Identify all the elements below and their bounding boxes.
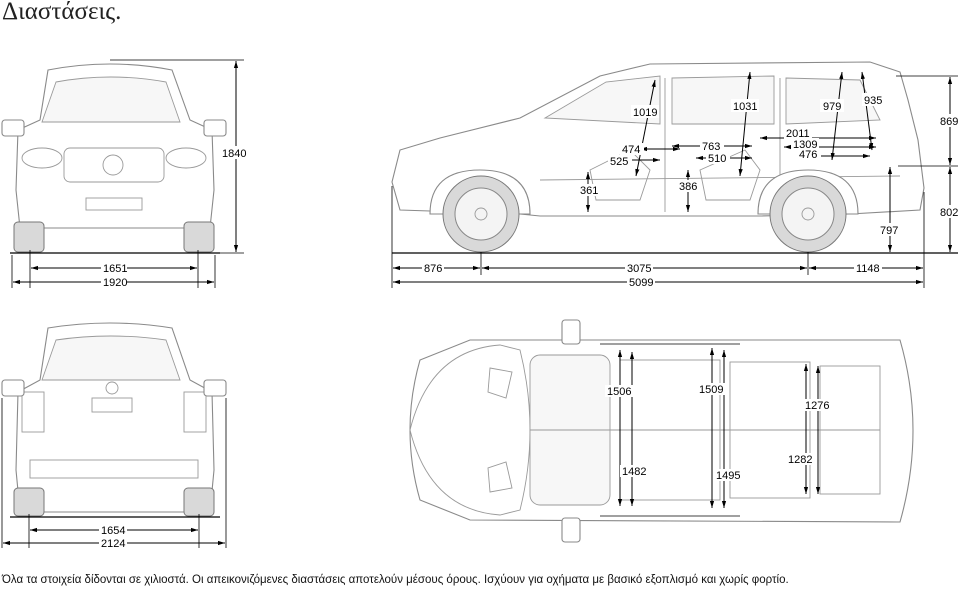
label-legroom-front: 474 (622, 144, 640, 156)
label-wheelbase: 3075 (627, 263, 651, 275)
page-title: Διαστάσεις. (2, 0, 122, 25)
label-width-mirrors: 2124 (101, 538, 125, 550)
label-elbow-front: 1482 (622, 466, 646, 478)
label-height: 1840 (222, 148, 246, 160)
label-length: 5099 (629, 277, 653, 289)
label-rear-overhang: 1148 (856, 263, 880, 275)
label-headroom-cargo: 935 (864, 95, 882, 107)
label-front-track: 1651 (103, 263, 127, 275)
label-headroom-front: 1019 (633, 107, 657, 119)
label-shoulder-row3: 1276 (805, 400, 829, 412)
label-shoulder-row2: 1509 (699, 384, 723, 396)
label-headroom-row3: 979 (823, 101, 841, 113)
label-load-sill-height: 797 (880, 225, 898, 237)
label-rear-track: 1654 (101, 525, 125, 537)
label-elbow-row2: 1495 (716, 470, 740, 482)
side-view: 869 802 797 1019 1031 979 935 525 474 76… (391, 61, 960, 289)
front-view: 1840 1651 1920 (1, 59, 248, 289)
label-seat-height-row2: 386 (679, 181, 697, 193)
label-seat-depth-front: 525 (610, 156, 628, 168)
label-cargo-length: 476 (799, 149, 817, 161)
footnote: Όλα τα στοιχεία δίδονται σε χιλιοστά. Οι… (2, 574, 789, 586)
label-headroom-row2: 1031 (733, 101, 757, 113)
label-shoulder-front: 1506 (607, 386, 631, 398)
label-width: 1920 (103, 277, 127, 289)
label-legroom-row2: 763 (702, 141, 720, 153)
label-cargo-length-max: 2011 (786, 128, 810, 140)
label-ground-to-tailgate: 802 (940, 207, 958, 219)
label-front-overhang: 876 (424, 263, 442, 275)
label-seat-height-front: 361 (580, 185, 598, 197)
label-seat-depth-row2: 510 (708, 153, 726, 165)
label-rear-window-height: 869 (940, 116, 958, 128)
rear-view: 1654 2124 (1, 322, 227, 550)
top-view: 1506 1482 1509 1495 1276 1282 (409, 319, 914, 543)
label-elbow-row3: 1282 (788, 454, 812, 466)
